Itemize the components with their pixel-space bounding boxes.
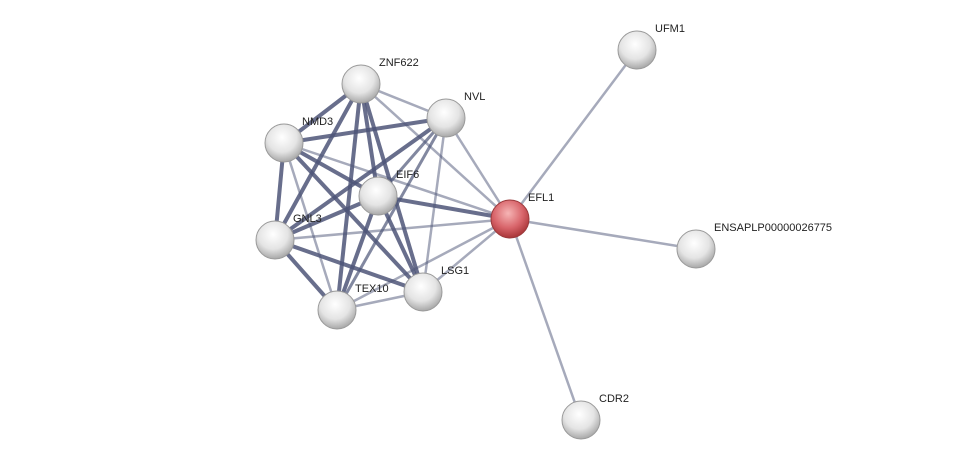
node-label: TEX10: [355, 283, 389, 295]
node-label: ENSAPLP00000026775: [714, 222, 832, 234]
node-ufm1[interactable]: UFM1: [617, 23, 685, 70]
node-label: NVL: [464, 91, 485, 103]
node-circle[interactable]: [317, 290, 357, 330]
edge-efl1-ufm1[interactable]: [509, 49, 638, 220]
edge-gnl3-nvl[interactable]: [273, 116, 448, 242]
node-nvl[interactable]: NVL: [426, 91, 485, 138]
node-label: UFM1: [655, 23, 685, 35]
node-circle[interactable]: [255, 220, 295, 260]
edge-nvl-tex10[interactable]: [335, 117, 448, 311]
edge-efl1-cdr2[interactable]: [508, 218, 583, 421]
node-circle[interactable]: [358, 176, 398, 216]
node-circle[interactable]: [426, 98, 466, 138]
node-gnl3[interactable]: GNL3: [255, 213, 322, 260]
edge-nvl-efl1[interactable]: [444, 117, 512, 220]
node-circle[interactable]: [617, 30, 657, 70]
node-label: EFL1: [528, 192, 554, 204]
node-circle[interactable]: [264, 123, 304, 163]
node-label: ZNF622: [379, 57, 419, 69]
edge-tex10-efl1[interactable]: [336, 217, 511, 312]
node-tex10[interactable]: TEX10: [317, 283, 389, 330]
edge-gnl3-lsg1[interactable]: [274, 238, 424, 294]
node-circle[interactable]: [676, 229, 716, 269]
edge-znf622-tex10[interactable]: [335, 83, 363, 311]
node-eif6[interactable]: EIF6: [358, 169, 419, 216]
node-label: LSG1: [441, 265, 469, 277]
node-nmd3[interactable]: NMD3: [264, 116, 333, 163]
node-label: EIF6: [396, 169, 419, 181]
edge-znf622-efl1[interactable]: [360, 83, 511, 220]
node-label: CDR2: [599, 393, 629, 405]
node-label: NMD3: [302, 116, 333, 128]
edge-nmd3-lsg1[interactable]: [282, 141, 425, 294]
node-ensaplp[interactable]: ENSAPLP00000026775: [676, 222, 832, 269]
node-lsg1[interactable]: LSG1: [403, 265, 469, 312]
edge-eif6-tex10[interactable]: [335, 195, 380, 311]
node-znf622[interactable]: ZNF622: [341, 57, 419, 104]
edge-nmd3-nvl[interactable]: [283, 116, 447, 145]
edge-nmd3-efl1[interactable]: [283, 141, 511, 221]
node-label: GNL3: [293, 213, 322, 225]
node-circle[interactable]: [490, 199, 530, 239]
node-cdr2[interactable]: CDR2: [561, 393, 629, 440]
node-circle[interactable]: [341, 64, 381, 104]
node-circle[interactable]: [403, 272, 443, 312]
node-efl1[interactable]: EFL1: [490, 192, 554, 239]
edge-efl1-ensaplp[interactable]: [509, 217, 697, 251]
node-circle[interactable]: [561, 400, 601, 440]
